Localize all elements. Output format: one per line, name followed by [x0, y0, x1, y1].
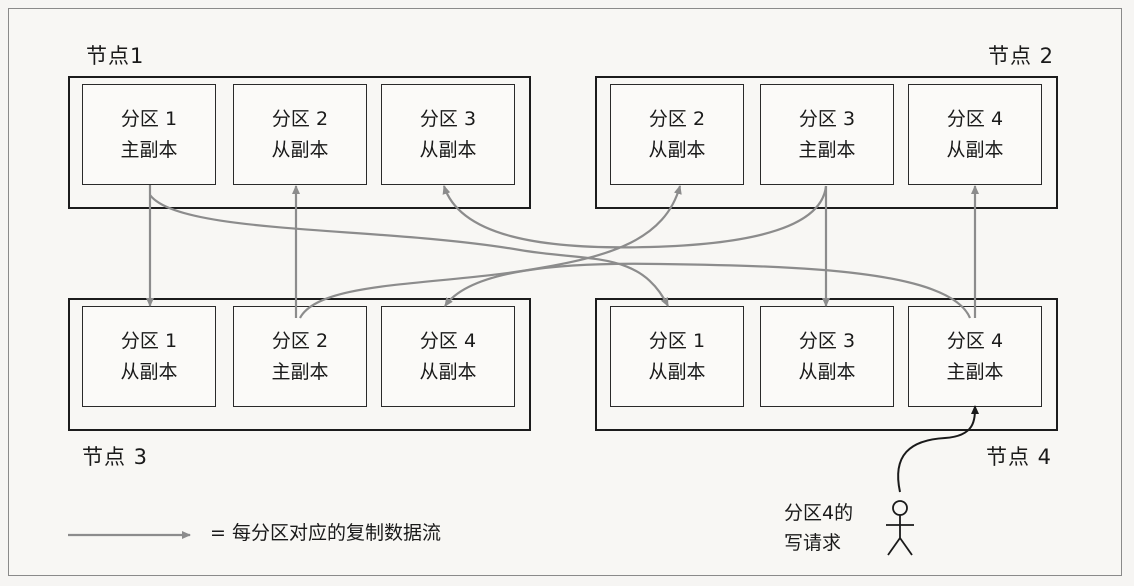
flow-p2-to-node2	[299, 185, 682, 319]
partition-id: 分区 2	[271, 107, 329, 130]
partition-id: 分区 3	[419, 107, 477, 130]
partition-id: 分区 1	[120, 107, 178, 130]
node-3-partition-1: 分区 1 从副本	[82, 306, 216, 407]
partition-id: 分区 1	[648, 329, 706, 352]
node-2-partition-2: 分区 3 主副本	[760, 84, 894, 185]
node-3-partition-2: 分区 2 主副本	[233, 306, 367, 407]
node-1-partition-2: 分区 2 从副本	[233, 84, 367, 185]
partition-role: 从副本	[271, 138, 329, 161]
partition-id: 分区 3	[798, 107, 856, 130]
flow-p1-to-node4	[149, 194, 669, 307]
partition-role: 从副本	[798, 360, 856, 383]
node-4-partition-3: 分区 4 主副本	[908, 306, 1042, 407]
partition-role: 主副本	[120, 138, 178, 161]
node-2-partition-3: 分区 4 从副本	[908, 84, 1042, 185]
node-1-partition-1: 分区 1 主副本	[82, 84, 216, 185]
node-3-label: 节点 3	[82, 445, 149, 469]
client-label-line2: 写请求	[784, 532, 842, 554]
partition-id: 分区 1	[120, 329, 178, 352]
client-write-arrow	[897, 405, 979, 493]
node-4-partition-1: 分区 1 从副本	[610, 306, 744, 407]
partition-role: 从副本	[648, 360, 706, 383]
partition-id: 分区 2	[648, 107, 706, 130]
partition-role: 从副本	[419, 138, 477, 161]
client-write-request-label: 分区4的 写请求	[784, 498, 884, 558]
node-3-partition-3: 分区 4 从副本	[381, 306, 515, 407]
partition-role: 从副本	[946, 138, 1004, 161]
flow-p4-to-node3	[444, 262, 972, 319]
node-4-partition-2: 分区 3 从副本	[760, 306, 894, 407]
partition-role: 主副本	[946, 360, 1004, 383]
partition-role: 主副本	[798, 138, 856, 161]
person-icon	[886, 500, 914, 556]
partition-role: 从副本	[648, 138, 706, 161]
node-4-label: 节点 4	[986, 445, 1053, 469]
flow-p3-to-node1	[442, 185, 828, 249]
partition-id: 分区 4	[946, 329, 1004, 352]
partition-role: 主副本	[271, 360, 329, 383]
node-2-partition-1: 分区 2 从副本	[610, 84, 744, 185]
partition-id: 分区 4	[946, 107, 1004, 130]
partition-role: 从副本	[419, 360, 477, 383]
partition-id: 分区 4	[419, 329, 477, 352]
partition-id: 分区 3	[798, 329, 856, 352]
client-label-line1: 分区4的	[784, 502, 854, 524]
node-2-label: 节点 2	[988, 44, 1055, 68]
node-1-label: 节点1	[86, 44, 145, 68]
legend-label: = 每分区对应的复制数据流	[210, 522, 441, 544]
node-1-partition-3: 分区 3 从副本	[381, 84, 515, 185]
partition-id: 分区 2	[271, 329, 329, 352]
partition-role: 从副本	[120, 360, 178, 383]
